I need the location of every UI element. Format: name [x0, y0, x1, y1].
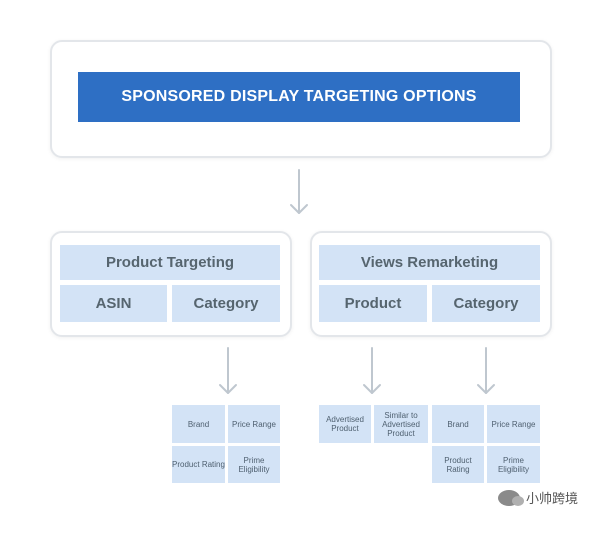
vr-option-advertised-product: Advertised Product [319, 405, 371, 443]
product-targeting-asin: ASIN [60, 285, 167, 322]
product-targeting-heading: Product Targeting [60, 245, 280, 280]
vr-option-similar-product: Similar to Advertised Product [374, 405, 428, 443]
diagram-title: SPONSORED DISPLAY TARGETING OPTIONS [78, 72, 520, 122]
views-remarketing-product: Product [319, 285, 427, 322]
vr-option-prime-eligibility: Prime Eligibility [487, 446, 540, 483]
product-targeting-category: Category [172, 285, 280, 322]
vr-option-brand: Brand [432, 405, 484, 443]
pt-option-prime-eligibility: Prime Eligibility [228, 446, 280, 483]
watermark: 小帅跨境 [497, 488, 578, 507]
arrow-views-remarketing-category [477, 347, 495, 394]
vr-option-price-range: Price Range [487, 405, 540, 443]
views-remarketing-heading: Views Remarketing [319, 245, 540, 280]
arrow-views-remarketing-product [363, 347, 381, 394]
vr-option-product-rating: Product Rating [432, 446, 484, 483]
watermark-text: 小帅跨境 [525, 491, 578, 506]
views-remarketing-category: Category [432, 285, 540, 322]
pt-option-product-rating: Product Rating [172, 446, 225, 483]
arrow-product-targeting-category [219, 347, 237, 394]
pt-option-brand: Brand [172, 405, 225, 443]
chat-bubbles-icon [497, 489, 524, 506]
pt-option-price-range: Price Range [228, 405, 280, 443]
arrow-title-to-groups [290, 169, 308, 214]
